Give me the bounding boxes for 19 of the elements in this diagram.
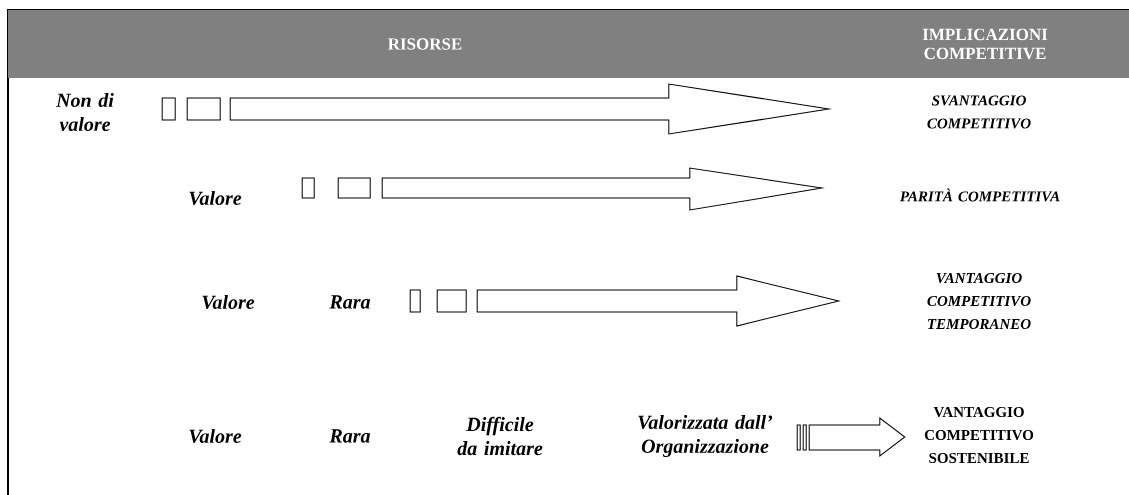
resource-label: Non di valore — [55, 92, 114, 132]
implication-label: SVANTAGGIO COMPETITIVO — [927, 95, 1031, 129]
resource-label: Rara — [329, 295, 371, 309]
node-label: RISORSE — [387, 38, 462, 50]
implication-label: PARITÀ COMPETITIVA — [899, 188, 1060, 202]
block-arrow — [301, 167, 823, 211]
block-arrow — [161, 83, 830, 135]
resource-label: Valorizzata dall’ Organizzazione — [638, 414, 773, 458]
block-arrow — [796, 417, 906, 457]
block-arrow — [409, 275, 840, 327]
resource-label: Difficile da imitare — [457, 416, 543, 456]
header-band: IMPLICAZIONI COMPETITIVE — [841, 10, 1129, 78]
implication-label: VANTAGGIO COMPETITIVO TEMPORANEO — [927, 272, 1031, 330]
resource-label: Valore — [202, 294, 255, 310]
resource-label: Valore — [189, 428, 242, 444]
implication-label: VANTAGGIO COMPETITIVO SOSTENIBILE — [924, 406, 1034, 464]
resource-label: Rara — [329, 429, 371, 443]
node-label: IMPLICAZIONI COMPETITIVE — [922, 28, 1048, 60]
resource-label: Valore — [189, 190, 242, 206]
